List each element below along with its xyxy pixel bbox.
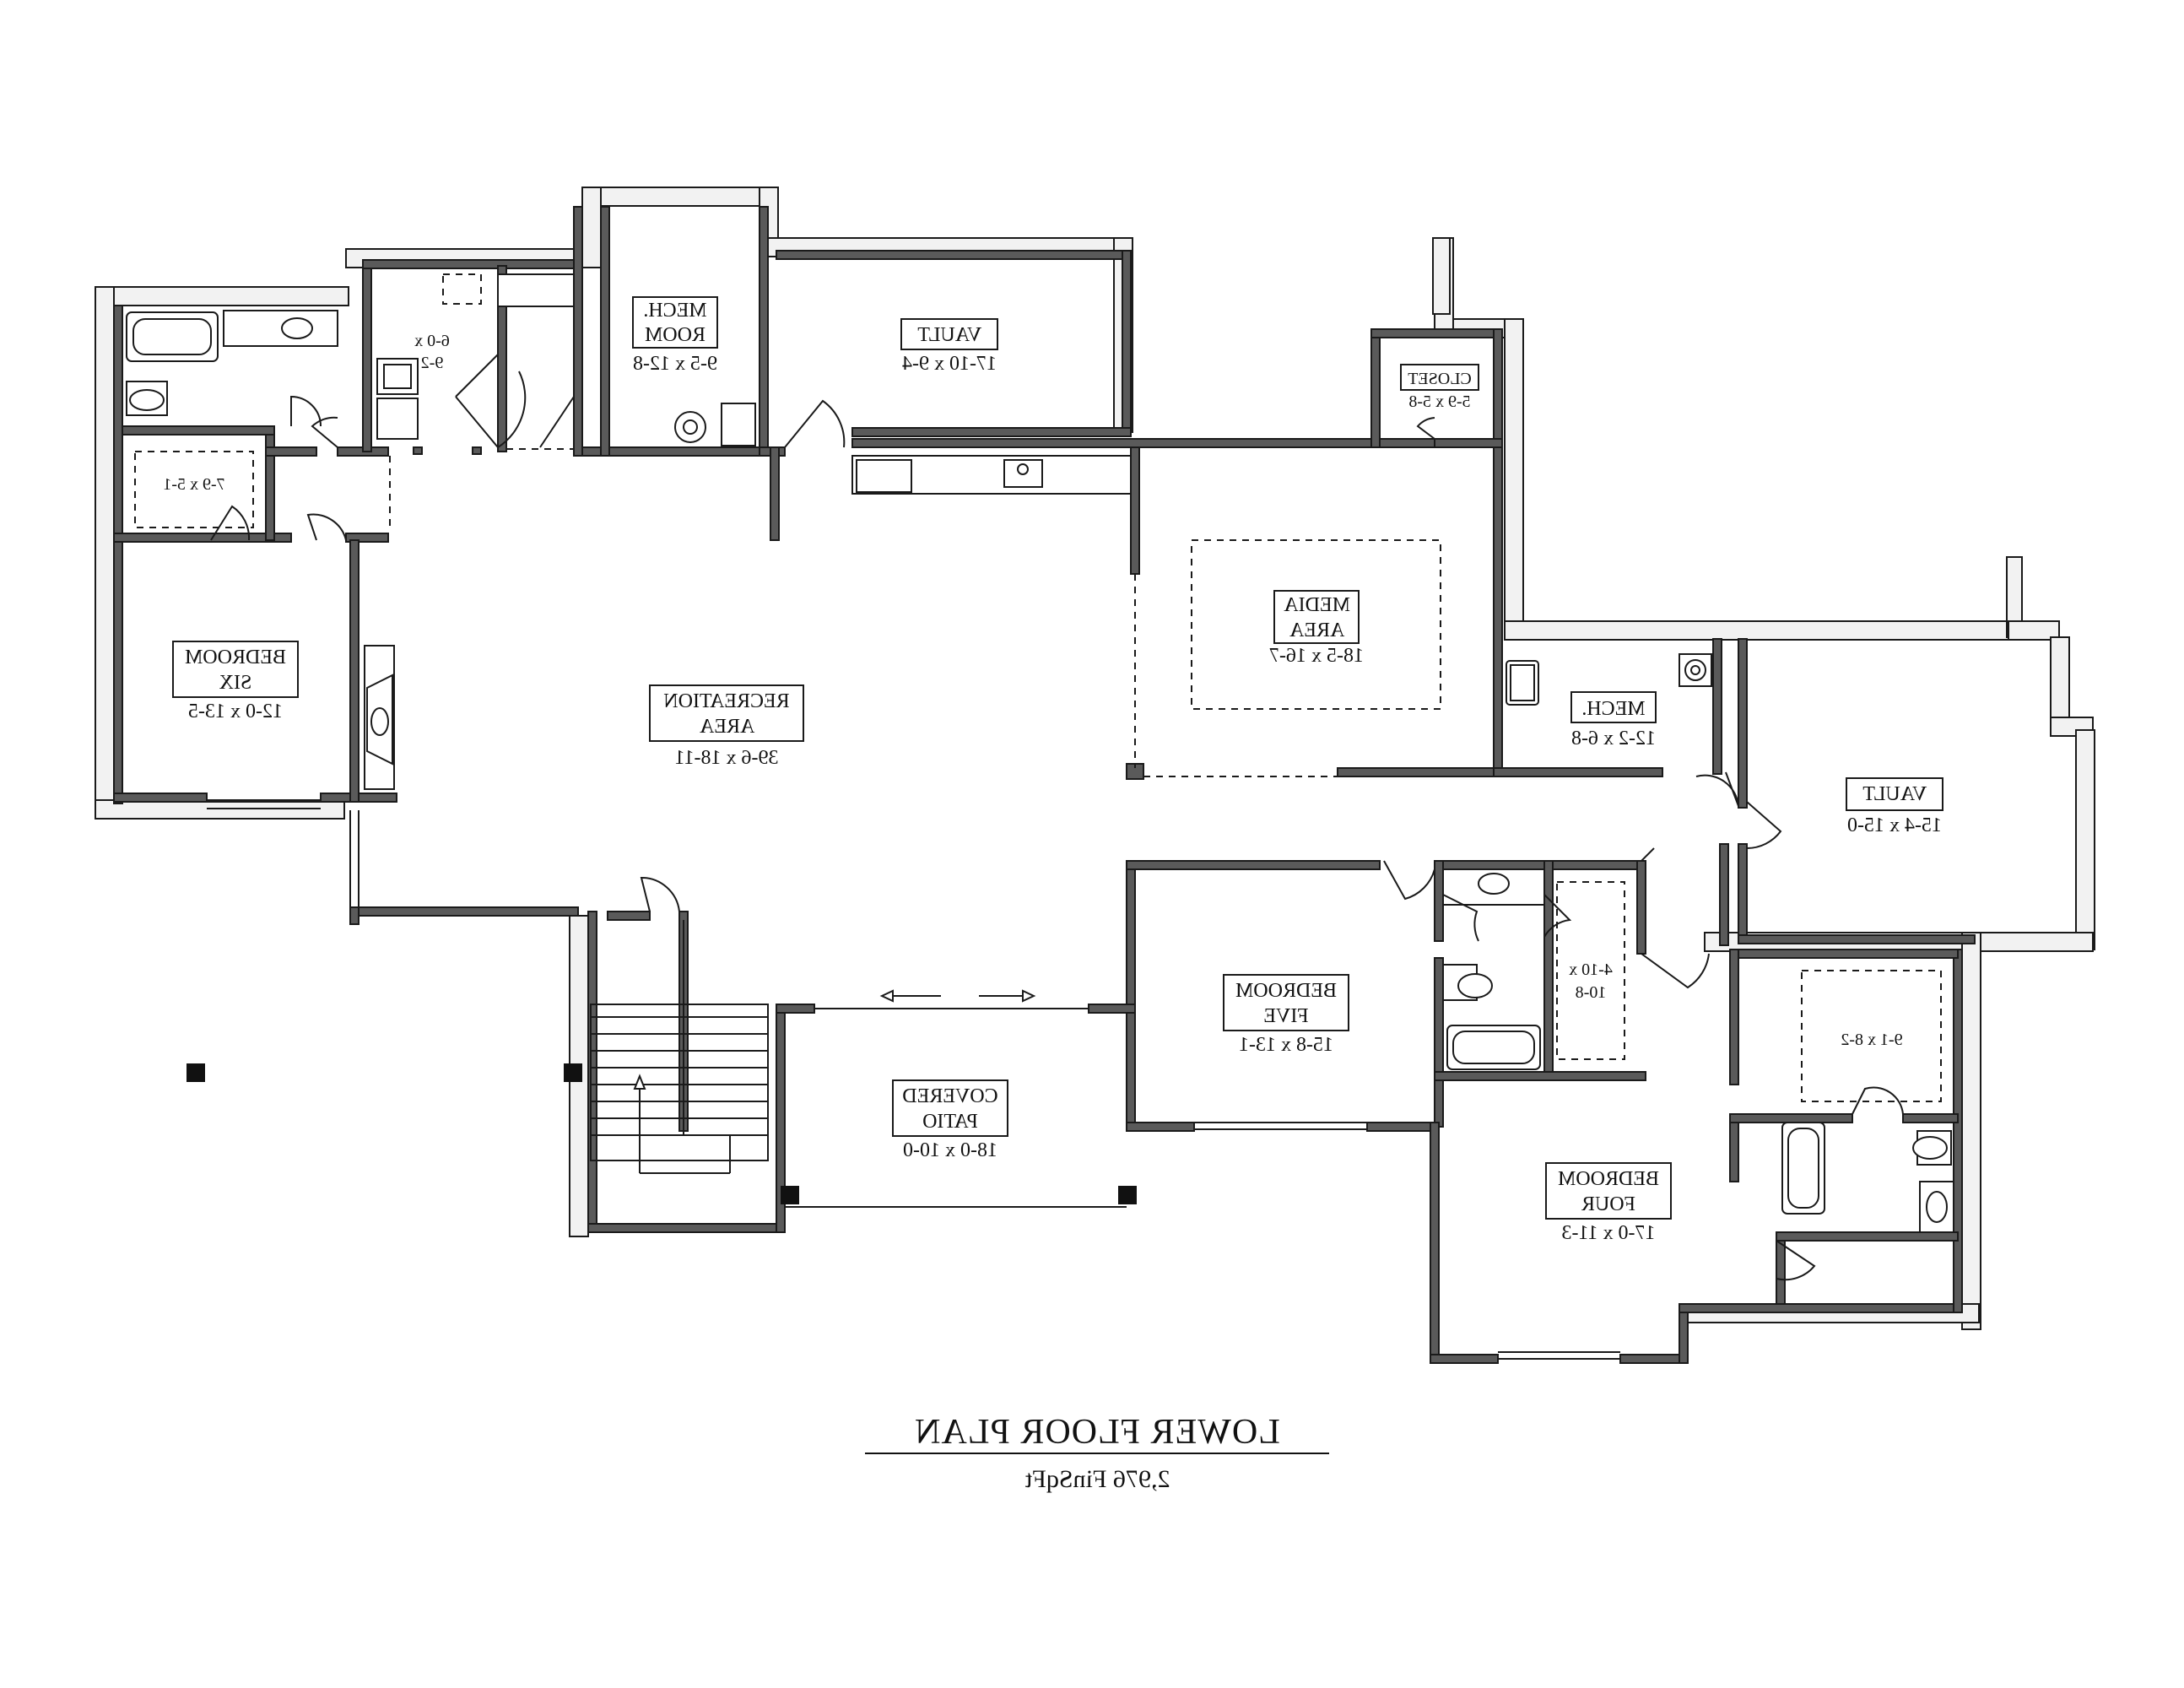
furnace-icon: [721, 403, 756, 446]
thin-lines: [134, 448, 1942, 1360]
room-labels: MECH. ROOM 9-5 x 12-8 VAULT 17-10 x 9-4 …: [163, 296, 1943, 1244]
plan-subtitle: 2,976 FinSqFt: [1024, 1465, 1170, 1493]
room-mech-right: MECH. 12-2 x 6-8: [1570, 691, 1657, 749]
plan-title-block: LOWER FLOOR PLAN 2,976 FinSqFt: [865, 1413, 1329, 1493]
room-name: COVERED: [902, 1085, 997, 1107]
room-dimensions: 17-10 x 9-4: [902, 353, 997, 375]
room-bedroom-four: BEDROOM FOUR 17-0 x 11-3: [1545, 1162, 1672, 1244]
interior-walls: [113, 206, 1976, 1364]
room-name: FOUR: [1581, 1193, 1635, 1215]
room-dimensions: 15-4 x 15-0: [1847, 814, 1942, 836]
room-recreation: RECREATION AREA 39-6 x 18-11: [649, 684, 804, 769]
doors: [210, 354, 1904, 1281]
room-dimensions: 12-2 x 6-8: [1571, 728, 1656, 749]
room-name: RECREATION: [663, 690, 789, 712]
columns: [187, 1063, 1137, 1204]
b5-sink-icon: [1478, 873, 1510, 895]
room-name: VAULT: [917, 324, 981, 346]
room-name: SIX: [219, 672, 252, 694]
plan-title: LOWER FLOOR PLAN: [914, 1413, 1280, 1452]
room-name: BEDROOM: [185, 647, 286, 668]
room-mech: MECH. ROOM 9-5 x 12-8: [632, 296, 718, 375]
closet-b4-dimensions: 9-1 x 8-2: [1841, 1031, 1902, 1049]
room-dimensions: 9-5 x 12-8: [633, 353, 717, 375]
room-name: AREA: [1289, 619, 1344, 641]
room-vault-right: VAULT 15-4 x 15-0: [1846, 777, 1943, 836]
room-bedroom-six: BEDROOM SIX 12-0 x 13-5: [172, 641, 299, 722]
closet-b5-dimensions: 4-10 x: [1569, 960, 1613, 979]
bath-dimensions: 9-2: [421, 354, 444, 372]
room-name: MEDIA: [1284, 594, 1350, 616]
room-vault-top: VAULT 17-10 x 9-4: [900, 318, 998, 375]
fixtures: [126, 273, 1954, 1233]
room-dimensions: 15-8 x 13-1: [1239, 1034, 1333, 1056]
room-name: MECH.: [643, 300, 706, 322]
stairs: [590, 920, 769, 1174]
room-name: VAULT: [1862, 783, 1927, 805]
room-name: ROOM: [645, 324, 705, 346]
room-name: AREA: [699, 716, 754, 738]
room-name: BEDROOM: [1235, 980, 1337, 1002]
bath-dimensions: 6-0 x: [414, 332, 450, 350]
room-dimensions: 5-9 x 5-8: [1408, 392, 1470, 411]
room-dimensions: 18-0 x 10-0: [903, 1139, 997, 1161]
sink-icon: [281, 317, 313, 339]
room-closet: CLOSET 5-9 x 5-8: [1400, 364, 1479, 411]
room-media: MEDIA AREA 18-5 x 16-7: [1269, 590, 1364, 667]
room-name: FIVE: [1263, 1005, 1308, 1027]
room-dimensions: 18-5 x 16-7: [1269, 645, 1364, 667]
room-name: PATIO: [922, 1111, 978, 1133]
room-bedroom-five: BEDROOM FIVE 15-8 x 13-1: [1223, 974, 1349, 1056]
closet-dimensions: 7-9 x 5-1: [163, 475, 224, 494]
room-name: MECH.: [1581, 698, 1645, 720]
room-dimensions: 17-0 x 11-3: [1561, 1222, 1655, 1244]
room-dimensions: 12-0 x 13-5: [188, 701, 283, 722]
room-name: BEDROOM: [1558, 1168, 1659, 1190]
b4-sink-icon: [1926, 1191, 1948, 1223]
room-name: CLOSET: [1408, 370, 1472, 388]
room-covered-patio: COVERED PATIO 18-0 x 10-0: [892, 1079, 1008, 1161]
room-dimensions: 39-6 x 18-11: [674, 747, 778, 769]
closet-b5-dimensions: 10-8: [1576, 983, 1607, 1002]
